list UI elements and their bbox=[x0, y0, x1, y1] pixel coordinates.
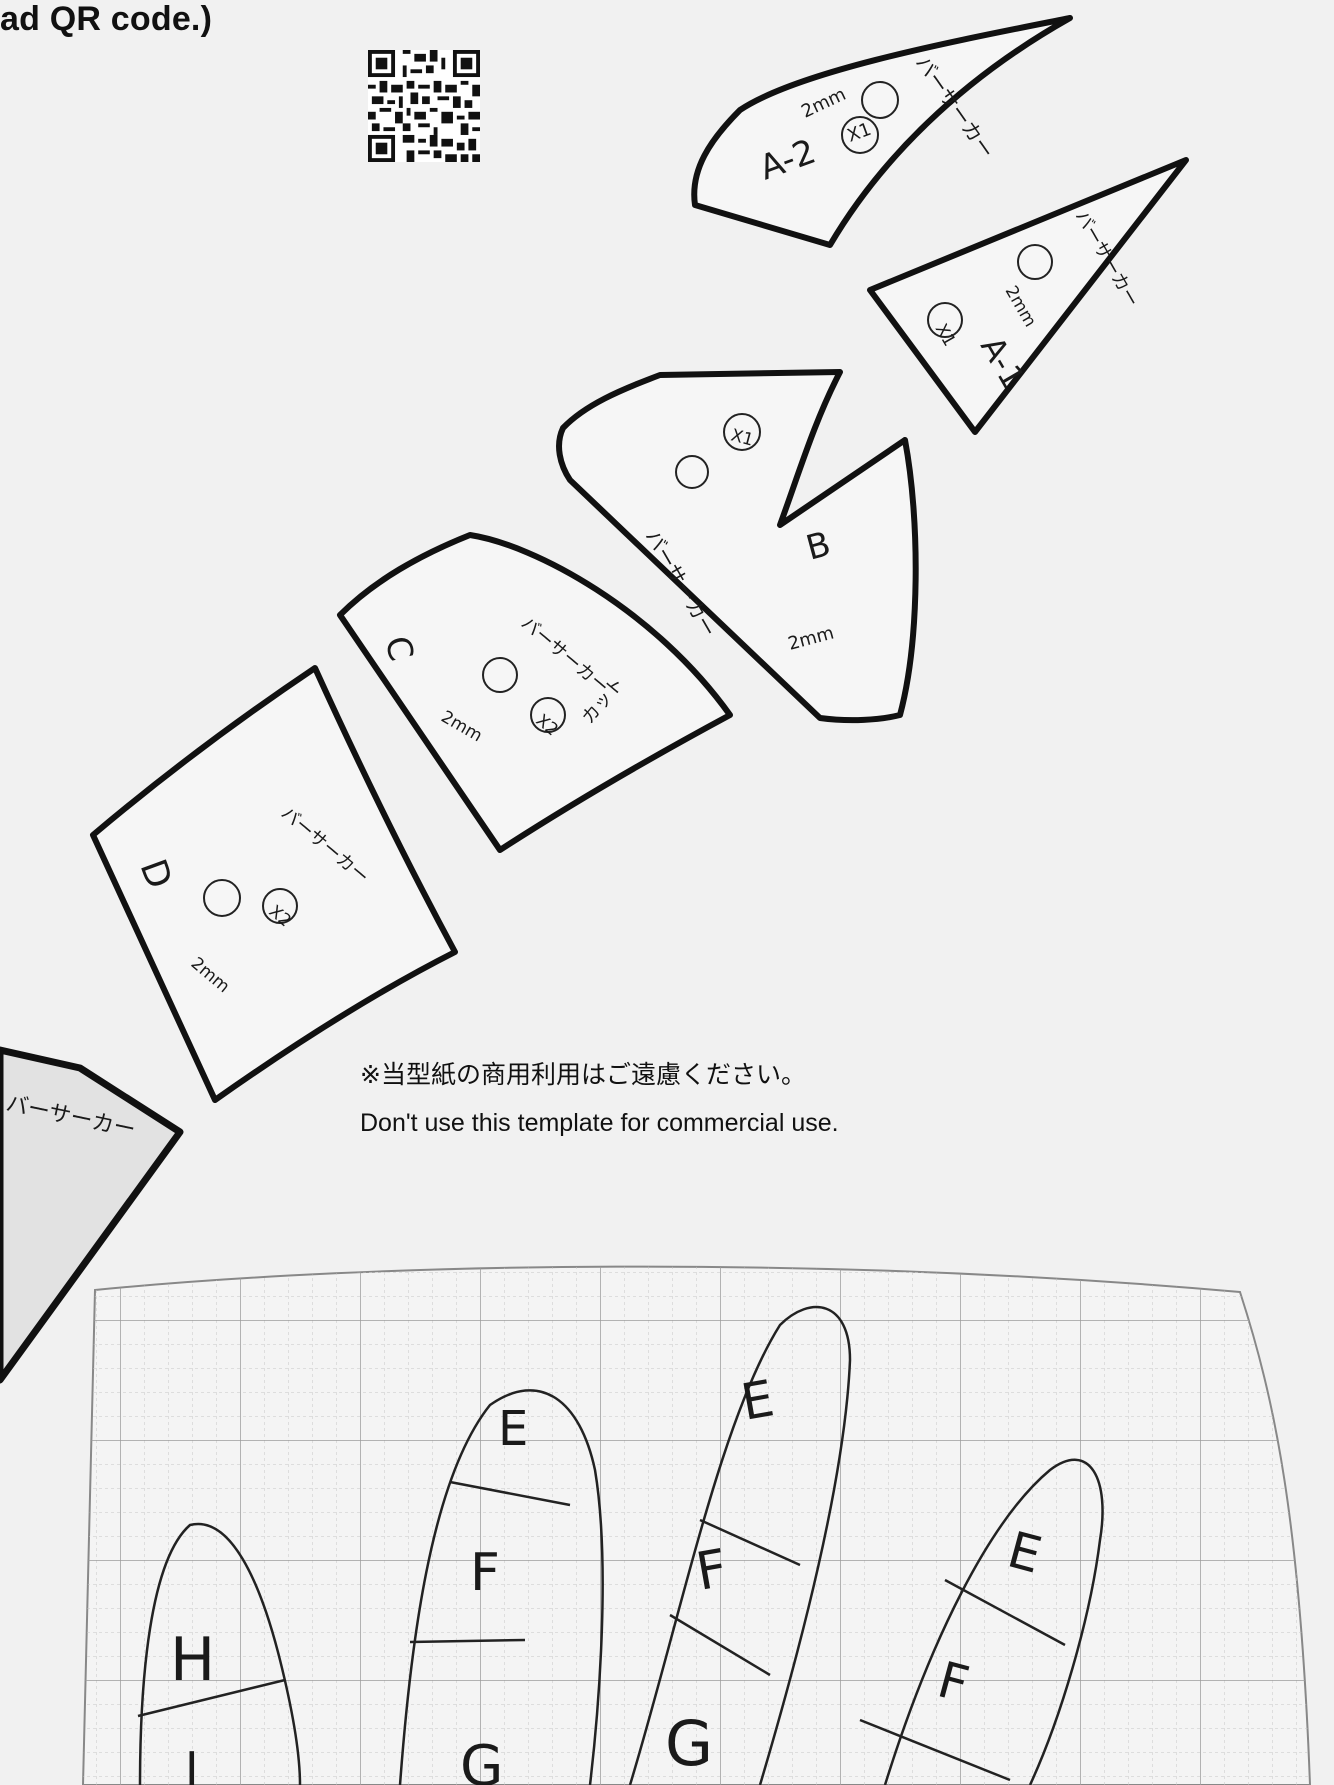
piece-d: D バーサーカー X2 2mm bbox=[90, 665, 458, 1103]
finger-outlines bbox=[137, 1305, 1104, 1785]
usage-notice: ※当型紙の商用利用はご遠慮ください。 Don't use this templa… bbox=[360, 1055, 839, 1138]
notice-english: Don't use this template for commercial u… bbox=[360, 1109, 839, 1137]
qr-code-icon bbox=[368, 50, 480, 162]
qr-caption-fragment: ad QR code.) bbox=[0, 0, 213, 38]
piece-partial-left: バーサーカー bbox=[0, 1046, 184, 1384]
notice-japanese: ※当型紙の商用利用はご遠慮ください。 bbox=[360, 1060, 806, 1089]
finger-letter: H bbox=[170, 1625, 215, 1695]
finger-letter: G bbox=[665, 1707, 713, 1780]
finger-letter: F bbox=[470, 1543, 500, 1603]
piece-c: C バーサーカー X2 2mm カット bbox=[337, 532, 733, 853]
finger-letter: I bbox=[185, 1742, 199, 1785]
finger-letter: G bbox=[460, 1734, 503, 1785]
finger-letter: E bbox=[498, 1401, 528, 1457]
grid-sheet bbox=[81, 1265, 1312, 1785]
piece-a1: バーサーカー X1 2mm A-1 bbox=[867, 157, 1189, 435]
piece-a2: バーサーカー X1 2mm A-2 bbox=[691, 15, 1073, 248]
